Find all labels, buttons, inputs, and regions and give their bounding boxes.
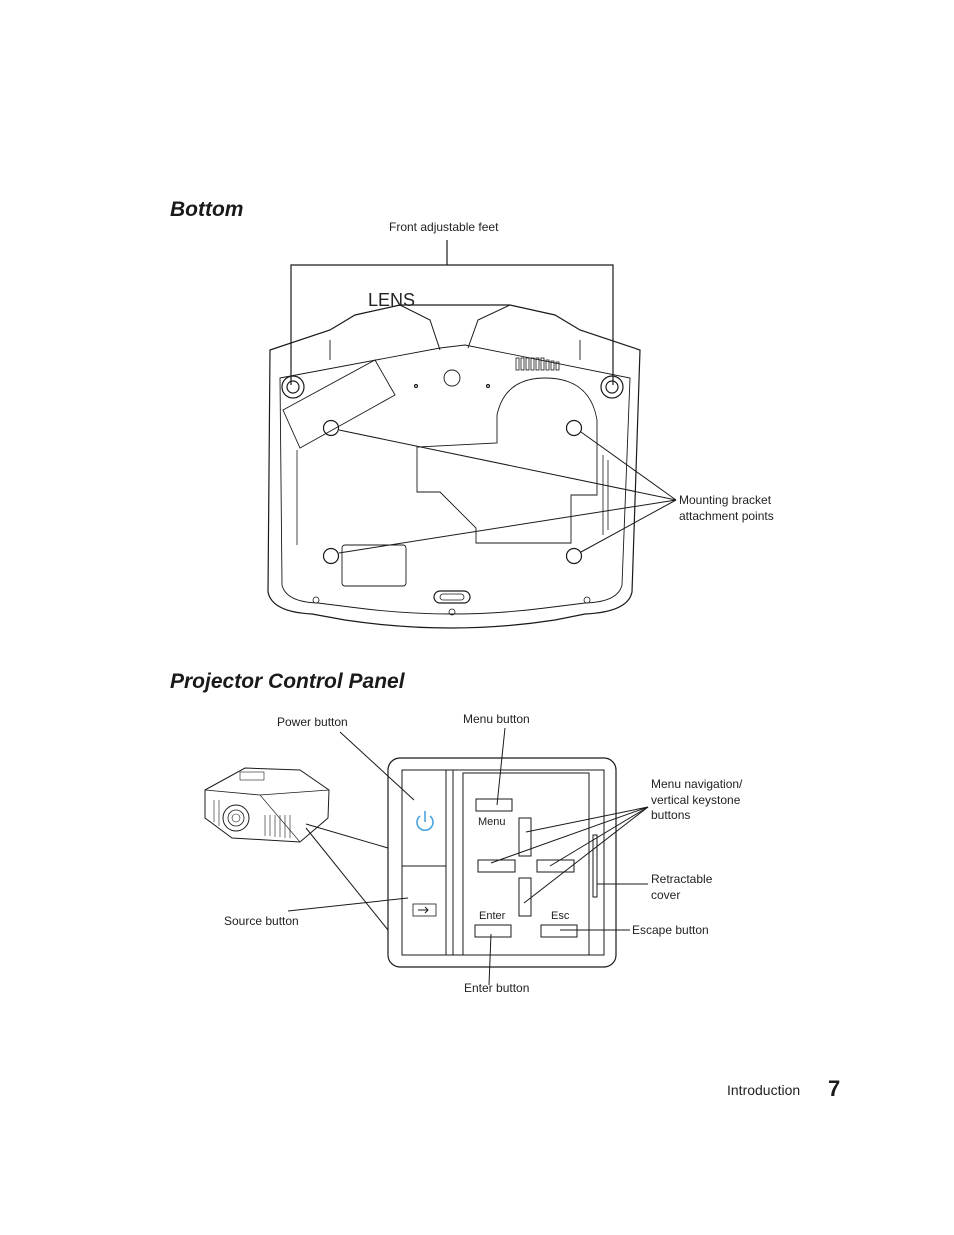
bottom-heading: Bottom [170,198,244,221]
panel-menu-text: Menu [478,816,506,828]
front-feet-label: Front adjustable feet [389,220,499,234]
source-button-label: Source button [224,914,299,928]
mounting-points-label: Mounting bracket attachment points [679,493,774,523]
escape-button-label: Escape button [632,923,709,937]
retractable-cover-label: Retractable cover [651,872,713,902]
power-button-label: Power button [277,715,348,729]
menu-navigation-label: Menu navigation/ vertical keystone butto… [651,777,743,822]
power-icon [416,811,434,831]
control-panel-heading: Projector Control Panel [170,670,405,693]
panel-esc-text: Esc [551,910,570,922]
footer-section-label: Introduction [727,1082,801,1098]
lens-label: LENS [368,290,416,310]
panel-enter-text: Enter [479,910,506,922]
enter-button-label: Enter button [464,981,530,995]
menu-button-label: Menu button [463,712,530,726]
page-number: 7 [828,1076,841,1101]
